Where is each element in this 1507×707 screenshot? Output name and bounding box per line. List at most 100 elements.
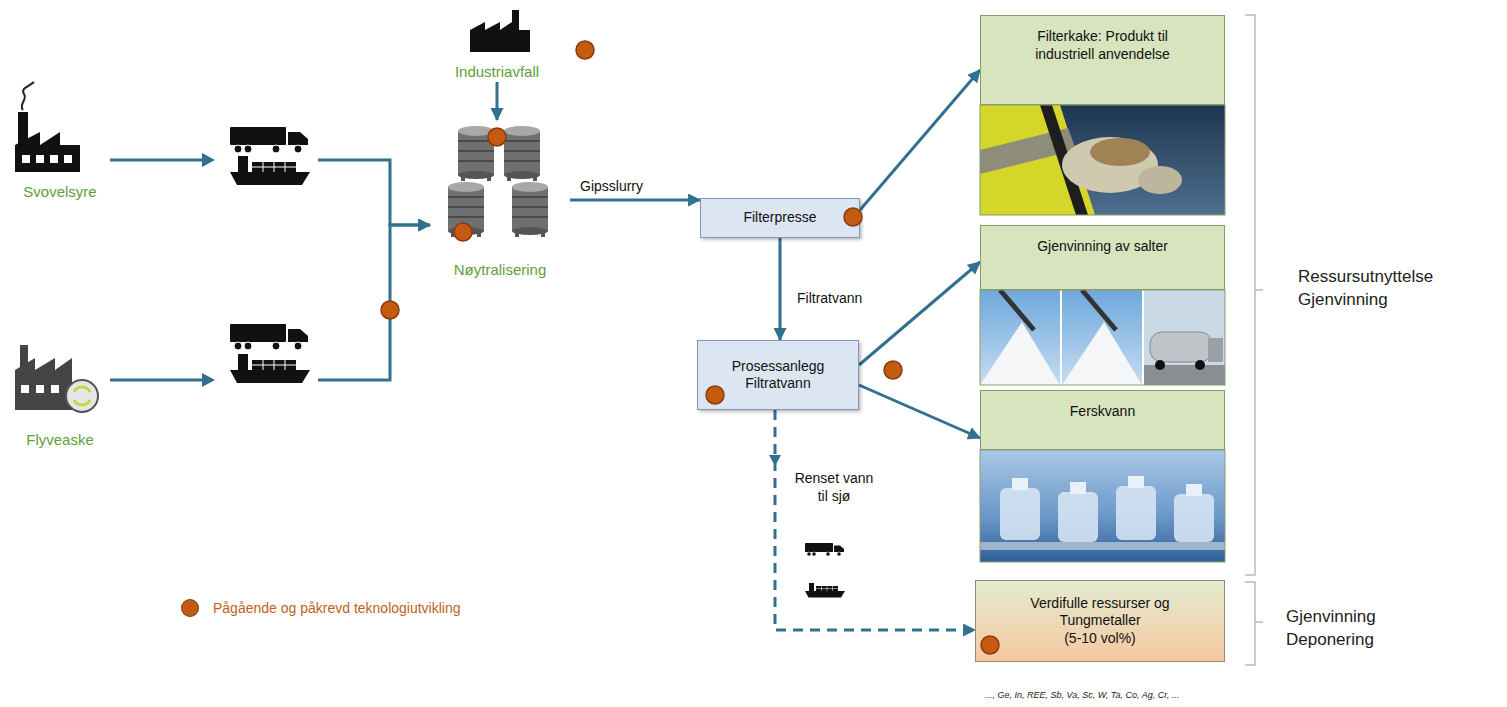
edge-label: Gipsslurry <box>578 178 645 196</box>
photo <box>980 105 1225 215</box>
factory-icon <box>15 132 80 172</box>
transport-icon <box>230 127 308 153</box>
photo <box>1062 322 1142 385</box>
process-box: Prosessanlegg Filtratvann <box>697 340 859 410</box>
photo <box>980 290 1060 385</box>
box-text: Filterkake: Produkt til industriell anve… <box>1010 28 1195 63</box>
icon-label: Nøytralisering <box>454 261 547 280</box>
photo <box>1090 138 1150 166</box>
legend-swatch <box>181 599 199 617</box>
bracket-label: Gjenvinning Deponering <box>1286 606 1376 652</box>
product-box: Ferskvann <box>980 390 1225 450</box>
transport-icon <box>805 543 844 556</box>
photo <box>1000 290 1034 330</box>
transport-icon <box>202 153 215 167</box>
factory-icon <box>15 82 80 172</box>
factory-icon <box>36 385 44 393</box>
photo <box>1155 360 1165 370</box>
development-dot <box>844 208 862 226</box>
source-icon-node: Flyveaske <box>10 338 110 450</box>
box-text: Filterpresse <box>743 209 816 227</box>
photo <box>980 450 1225 562</box>
factory-icon <box>15 358 72 410</box>
flow-arrow <box>859 385 980 438</box>
photo <box>1012 478 1028 490</box>
development-dot <box>454 223 472 241</box>
factory-icon <box>15 345 98 412</box>
flow-arrow <box>570 199 700 202</box>
factory-icon <box>64 155 72 163</box>
product-box: Filterkake: Produkt til industriell anve… <box>980 15 1225 105</box>
photo <box>1116 486 1156 540</box>
transport-icon <box>230 156 310 185</box>
legend: Pågående og påkrevd teknologiutvikling <box>181 599 461 617</box>
process-box: Filterpresse <box>700 198 860 238</box>
flow-arrow <box>859 262 980 365</box>
tank-icon <box>504 126 540 181</box>
photo <box>1150 332 1212 362</box>
source-icon-node: Svovelsyre <box>10 98 110 202</box>
photo <box>1058 492 1098 542</box>
photo <box>980 290 1225 385</box>
factory-icon <box>21 385 29 393</box>
photo <box>1000 488 1040 540</box>
photo <box>980 542 1225 550</box>
box-text: Ferskvann <box>1070 403 1135 421</box>
legend-text: Pågående og påkrevd teknologiutvikling <box>213 600 461 616</box>
photo <box>1082 290 1116 330</box>
legend-row: Pågående og påkrevd teknologiutvikling <box>181 599 461 617</box>
transport-icon <box>805 583 845 598</box>
photo <box>980 450 1225 562</box>
source-icon-node: Industriavfall <box>442 6 552 82</box>
element-list-note: ..., Ge, In, REE, Sb, Va, Sc, W, Ta, Co,… <box>985 690 1179 701</box>
transport-icon <box>805 583 845 598</box>
icon-label: Svovelsyre <box>23 183 96 202</box>
photo <box>980 290 1225 385</box>
box-text: Gjenvinning av salter <box>1037 238 1168 256</box>
flow-arrow <box>860 70 980 210</box>
factory-icon <box>74 387 90 405</box>
flow-arrow <box>775 410 975 630</box>
transport-icon <box>202 373 215 387</box>
box-text: (5-10 vol%) <box>1064 630 1136 648</box>
icon-label: Industriavfall <box>455 63 539 82</box>
development-dot <box>576 41 594 59</box>
tank-icon <box>512 182 548 237</box>
bracket-label: Ressursutnyttelse Gjenvinning <box>1298 266 1433 312</box>
box-text: Prosessanlegg Filtratvann <box>704 358 852 393</box>
factory-icon <box>36 155 44 163</box>
factory-icon <box>22 155 30 163</box>
photo <box>1128 476 1144 488</box>
development-dot <box>488 128 506 146</box>
photo <box>1070 482 1086 494</box>
photo <box>980 105 1225 215</box>
development-dot <box>981 636 999 654</box>
tank-icon <box>448 182 484 237</box>
factory-icon <box>470 10 530 52</box>
edge-label: Renset vann til sjø <box>786 470 882 505</box>
transport-icon <box>805 543 844 556</box>
photo <box>1186 484 1202 496</box>
photo <box>980 322 1060 385</box>
factory-icon <box>50 155 58 163</box>
factory-icon <box>470 10 530 52</box>
factory-icon <box>51 385 59 393</box>
photo <box>1138 166 1182 194</box>
product-box: Gjenvinning av salter <box>980 225 1225 290</box>
photo <box>980 105 1225 215</box>
factory-icon <box>22 82 34 110</box>
transport-icon <box>212 118 318 190</box>
bracket <box>1245 15 1263 665</box>
development-dot <box>884 361 902 379</box>
flow-arrow <box>496 82 499 120</box>
development-dot <box>381 301 399 319</box>
flow-arrow <box>779 238 782 340</box>
photo <box>1174 494 1214 542</box>
factory-icon <box>66 380 98 412</box>
photo <box>1062 290 1142 385</box>
photo <box>1208 338 1223 362</box>
bracket <box>1245 582 1263 665</box>
icon-label: Flyveaske <box>26 431 94 450</box>
development-dot <box>381 41 999 654</box>
